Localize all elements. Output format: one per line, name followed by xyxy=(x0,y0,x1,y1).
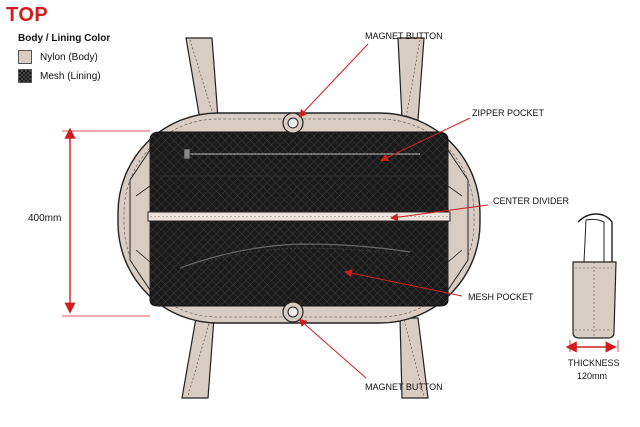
magnet-button-top xyxy=(282,112,304,134)
thickness-value: 120mm xyxy=(577,371,608,381)
callout-magnet-button-top: MAGNET BUTTON xyxy=(365,31,443,41)
callout-magnet-button-bottom: MAGNET BUTTON xyxy=(365,382,443,392)
legend-label-nylon: Nylon (Body) xyxy=(40,51,98,63)
nylon-swatch xyxy=(18,50,32,64)
side-view-illustration xyxy=(572,213,617,339)
mesh-swatch xyxy=(18,69,32,83)
height-dimension xyxy=(62,127,150,317)
callout-zipper-pocket: ZIPPER POCKET xyxy=(472,108,545,118)
legend-item-mesh: Mesh (Lining) xyxy=(18,69,101,83)
callout-mesh-pocket: MESH POCKET xyxy=(468,292,534,302)
legend-heading: Body / Lining Color xyxy=(18,33,111,44)
mesh-pocket xyxy=(179,243,411,269)
legend-item-nylon: Nylon (Body) xyxy=(18,50,98,64)
callout-center-divider: CENTER DIVIDER xyxy=(493,196,570,206)
thickness-label: THICKNESS xyxy=(568,358,620,368)
legend-label-mesh: Mesh (Lining) xyxy=(40,70,101,82)
magnet-button-bottom xyxy=(282,301,304,323)
view-title: TOP xyxy=(6,4,49,26)
height-dimension-label: 400mm xyxy=(28,213,62,224)
callout-arrows xyxy=(298,43,489,379)
bottom-handles xyxy=(181,317,429,399)
top-handles xyxy=(185,37,425,121)
thickness-dimension xyxy=(565,340,619,353)
